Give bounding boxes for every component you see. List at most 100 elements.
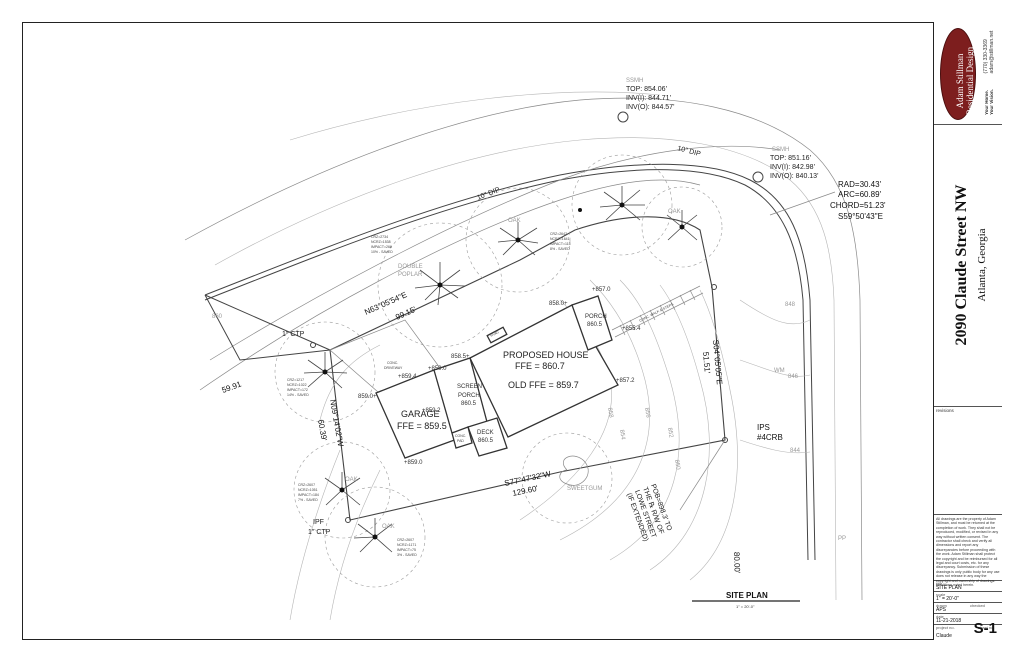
project-city: Atlanta, Georgia (976, 228, 988, 302)
tree-oak-top (497, 222, 539, 256)
project-field-value: Claude (936, 633, 952, 639)
crz-note-1b: NCRZ=1538 (371, 240, 391, 244)
date-field-label: date (936, 614, 944, 619)
double-poplar-line-2: POPLAR (398, 272, 423, 278)
ssmh2-title: SSMH (772, 147, 789, 153)
ssmh1-inv-in: INV(I): 844.71' (626, 95, 671, 102)
site-plan-drawing: .ln { stroke: #444; fill: none; stroke-w… (184, 78, 886, 621)
crz-note-4a: CRZ=2607 (298, 483, 315, 487)
crz-note-1c: IMPACT=266 (371, 245, 392, 249)
road-back-edge (184, 97, 863, 601)
crz-note-4d: 7% - SAVED (298, 498, 318, 502)
project-address: 2090 Claude Street NW (953, 184, 970, 346)
tree-oak-ne (599, 186, 645, 221)
sweetgum-label: SWEETGUM (567, 486, 602, 492)
house-label: PROPOSED HOUSE (503, 350, 589, 360)
tree-ctp (303, 352, 348, 389)
crz-note-2a: CRZ=2642 (550, 232, 567, 236)
ctp-label: 1" CTP (282, 331, 305, 338)
tree-trunk-7 (372, 534, 378, 540)
garage-label: GARAGE (401, 409, 440, 419)
sheet-number: S-1 (973, 620, 997, 637)
hvac-unit (486, 326, 508, 344)
porch-elev: 860.5 (587, 322, 603, 328)
oak-label-ne: OAK (668, 209, 681, 215)
contour-860 (319, 344, 381, 421)
deck-label: DECK (477, 430, 494, 436)
deck-footprint (467, 417, 508, 457)
tree-poplar (414, 262, 466, 306)
ips-crb-label: #4CRB (757, 433, 783, 442)
crz-circle-oak-top (465, 187, 571, 293)
elev-859-0-c: 859.0+ (358, 394, 377, 400)
dist-51-51: 51.51' (701, 351, 712, 374)
bearing-n09: N09°14'02"W (328, 399, 345, 448)
water-line (209, 145, 781, 361)
contour-label-844: 844 (790, 448, 801, 454)
contour-label-846: 846 (788, 374, 799, 380)
ipf-ctp-label: 1" CTP (308, 529, 331, 536)
tree-oak-sw2 (353, 518, 393, 553)
logo-section: Adam Stillman Residential Design (770) 3… (934, 22, 1002, 125)
crz-circle-oak-sw2 (324, 486, 426, 588)
contour-label-848: 848 (785, 302, 796, 308)
elev-855-4: +855.4 (622, 326, 641, 332)
ssmh2-inv-in: INV(I): 842.98' (770, 164, 815, 171)
company-name-line-2: Residential Design (965, 46, 975, 116)
crz-note-4b: NCRZ=1051 (298, 488, 318, 492)
oak-label-top: OAK (508, 218, 521, 224)
ssmh2-top: TOP: 851.16' (770, 155, 811, 162)
crz-note-3a: CRZ=1217 (287, 378, 304, 382)
tree-trunk-5 (322, 369, 328, 375)
oak-label-sw: OAK (345, 477, 358, 483)
contour-852 (649, 284, 710, 571)
company-email: adam@stillman.net (989, 30, 995, 74)
date-field-value: 11-21-2018 (936, 618, 962, 624)
crz-note-3b: NCRZ=1022 (287, 383, 307, 387)
deck-elev: 860.5 (478, 438, 494, 444)
curve-rad: RAD=30.43' (838, 180, 882, 189)
checked-field-label: checked (970, 603, 985, 608)
sewer-line (199, 179, 701, 391)
ssmh1-title: SSMH (626, 78, 643, 84)
porch-label: PORCH (585, 314, 607, 320)
elev-858-0: 858.0+ (549, 301, 568, 307)
title-field-value: SITE PLAN (936, 585, 962, 591)
pob-leader (679, 439, 726, 511)
ipf-label: IPF (313, 519, 324, 526)
elev-857-0: +857.0 (592, 287, 611, 293)
conc-pad (451, 426, 473, 449)
project-field-label: project no. (936, 625, 955, 630)
drawn-field: drawn checked APS (934, 603, 1002, 614)
title-block: Adam Stillman Residential Design (770) 3… (933, 22, 1002, 640)
house-footprint (469, 304, 619, 438)
contour-west (289, 449, 341, 621)
conc-drive-line-2: DRIVEWAY (384, 366, 403, 370)
elev-859-2: +857.2 (616, 378, 635, 384)
tree-oak-sw (324, 472, 361, 506)
oak-label-sw2: OAK (382, 524, 395, 530)
revisions-label: revisions (936, 408, 954, 413)
ssmh2-inv-out: INV(O): 840.13' (770, 173, 818, 180)
garage-ffe: FFE = 859.5 (397, 421, 447, 431)
project-field: project no. sheet no. Claude (934, 625, 1002, 640)
tree-trunk-2 (515, 237, 521, 243)
contour-846 (739, 359, 811, 377)
contour-label-854: 854 (618, 429, 626, 441)
project-address-section: 2090 Claude Street NW Atlanta, Georgia (934, 125, 1002, 407)
frontage-strip (204, 294, 331, 361)
power-pole-label: PP (838, 536, 846, 542)
crz-circle-oak-ne (571, 154, 673, 256)
dist-99-15: 99.15' (394, 305, 418, 322)
water-line-2 (289, 91, 661, 141)
ipf-marker (345, 517, 351, 523)
legal-notice-section: All drawings are the property of Adam St… (934, 515, 1002, 587)
contour-label-850: 850 (673, 459, 681, 471)
tree-trunk-4 (679, 224, 685, 230)
title-field: title SITE PLAN (934, 581, 1002, 592)
ctp-marker (310, 342, 316, 348)
house-old-ffe: OLD FFE = 859.7 (508, 380, 579, 390)
elev-859-2-west: +859.2 (422, 408, 441, 414)
contour-west-2 (329, 469, 381, 621)
water-meter-label: WM (774, 368, 785, 374)
